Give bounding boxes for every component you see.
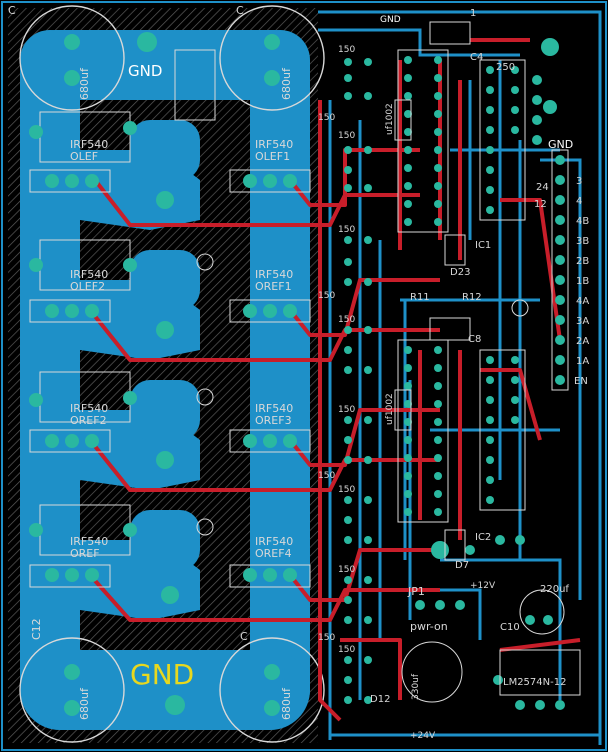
pin-en: EN xyxy=(574,376,588,387)
mosfet-name-5: IRF540 xyxy=(70,402,108,415)
big-caps xyxy=(19,5,325,743)
silk-outlines xyxy=(174,21,581,703)
mosfet-name-8: IRF540 xyxy=(255,535,293,548)
pin-4a: 4A xyxy=(576,296,589,307)
c10-label: C10 xyxy=(500,622,520,633)
pin-12: 12 xyxy=(534,199,547,210)
gnd-label-top-right: GND xyxy=(380,15,401,25)
mosfet-group xyxy=(29,111,311,588)
reg-label: LM2574N-12 xyxy=(503,677,566,688)
power-copper xyxy=(20,30,310,730)
cap330-label: 330uf xyxy=(411,673,421,700)
res-9: 150 xyxy=(318,113,335,123)
pin-4: 4 xyxy=(576,196,582,207)
c8-label: C8 xyxy=(468,334,481,345)
d12-label: D12 xyxy=(370,694,390,705)
res-11: 150 xyxy=(318,471,335,481)
cap-ref-3: C12 xyxy=(30,618,43,640)
small-pads xyxy=(344,56,565,710)
cap-ref-1: C xyxy=(8,4,16,17)
mosfet-ref-3: OLEF2 xyxy=(70,280,105,293)
pin-1a: 1A xyxy=(576,356,589,367)
mosfet-q8 xyxy=(229,564,311,588)
mosfet-name-3: IRF540 xyxy=(70,268,108,281)
uf-label: uf1002 xyxy=(385,103,395,135)
mosfet-ref-5: OREF2 xyxy=(70,414,107,427)
cap-value-1: 680uf xyxy=(78,67,91,100)
pin-4b: 4B xyxy=(576,216,589,227)
res-1: 150 xyxy=(338,45,355,55)
mosfet-name-1: IRF540 xyxy=(70,138,108,151)
pin-3b: 3B xyxy=(576,236,589,247)
ic1-label: IC1 xyxy=(475,240,491,251)
mosfet-q4 xyxy=(229,299,311,323)
d7-label: D7 xyxy=(455,560,469,571)
res-10: 150 xyxy=(318,291,335,301)
mosfet-ref-8: OREF4 xyxy=(255,547,292,560)
d23-label: D23 xyxy=(450,267,470,278)
pin-2b: 2B xyxy=(576,256,589,267)
v24-label: +24V xyxy=(410,731,436,741)
r12-label: R12 xyxy=(462,292,482,303)
mosfet-q1 xyxy=(29,111,131,193)
cap-value-3: 680uf xyxy=(78,687,91,720)
cap-ref-4: C xyxy=(240,630,248,643)
uf2-label: uf1002 xyxy=(385,393,395,425)
res-4: 150 xyxy=(338,315,355,325)
mosfet-ref-2: OLEF1 xyxy=(255,150,290,163)
pin-2a: 2A xyxy=(576,336,589,347)
pin-24: 24 xyxy=(536,182,549,193)
v12-label: +12V xyxy=(470,581,496,591)
pwr-on-label: pwr-on xyxy=(410,620,448,633)
mosfet-q6 xyxy=(229,429,311,453)
pin-3: 3 xyxy=(576,176,582,187)
ic2-label: IC2 xyxy=(475,532,491,543)
mosfet-q2 xyxy=(229,169,311,193)
power-vias xyxy=(29,32,559,716)
c4-label: C4 xyxy=(470,52,483,63)
bottom-traces xyxy=(318,10,602,745)
c250-label: 250 xyxy=(496,62,515,73)
res-3: 150 xyxy=(338,225,355,235)
mosfet-ref-6: OREF3 xyxy=(255,414,292,427)
res-2: 150 xyxy=(338,131,355,141)
pin-1b: 1B xyxy=(576,276,589,287)
reg-cap-label: 220uf xyxy=(540,584,569,595)
c1-label: 1 xyxy=(470,8,476,19)
res-5: 150 xyxy=(338,405,355,415)
mosfet-name-7: IRF540 xyxy=(70,535,108,548)
cap-ref-2: C xyxy=(236,4,244,17)
gnd-label-mid-right: GND xyxy=(548,138,573,151)
jp1-label: JP1 xyxy=(407,585,425,598)
mosfet-ref-7: OREF xyxy=(70,547,100,560)
mosfet-name-4: IRF540 xyxy=(255,268,293,281)
mosfet-ref-4: OREF1 xyxy=(255,280,292,293)
res-12: 150 xyxy=(318,633,335,643)
r11-label: R11 xyxy=(410,292,430,303)
pin-3a: 3A xyxy=(576,316,589,327)
res-8: 150 xyxy=(338,645,355,655)
mosfet-ref-1: OLEF xyxy=(70,150,98,163)
cap-value-4: 680uf xyxy=(280,687,293,720)
gnd-label-big: GND xyxy=(130,658,194,691)
gnd-label-top-left: GND xyxy=(128,62,162,80)
cap-value-2: 680uf xyxy=(280,67,293,100)
mosfet-name-2: IRF540 xyxy=(255,138,293,151)
res-7: 150 xyxy=(338,565,355,575)
mosfet-name-6: IRF540 xyxy=(255,402,293,415)
res-6: 150 xyxy=(338,485,355,495)
